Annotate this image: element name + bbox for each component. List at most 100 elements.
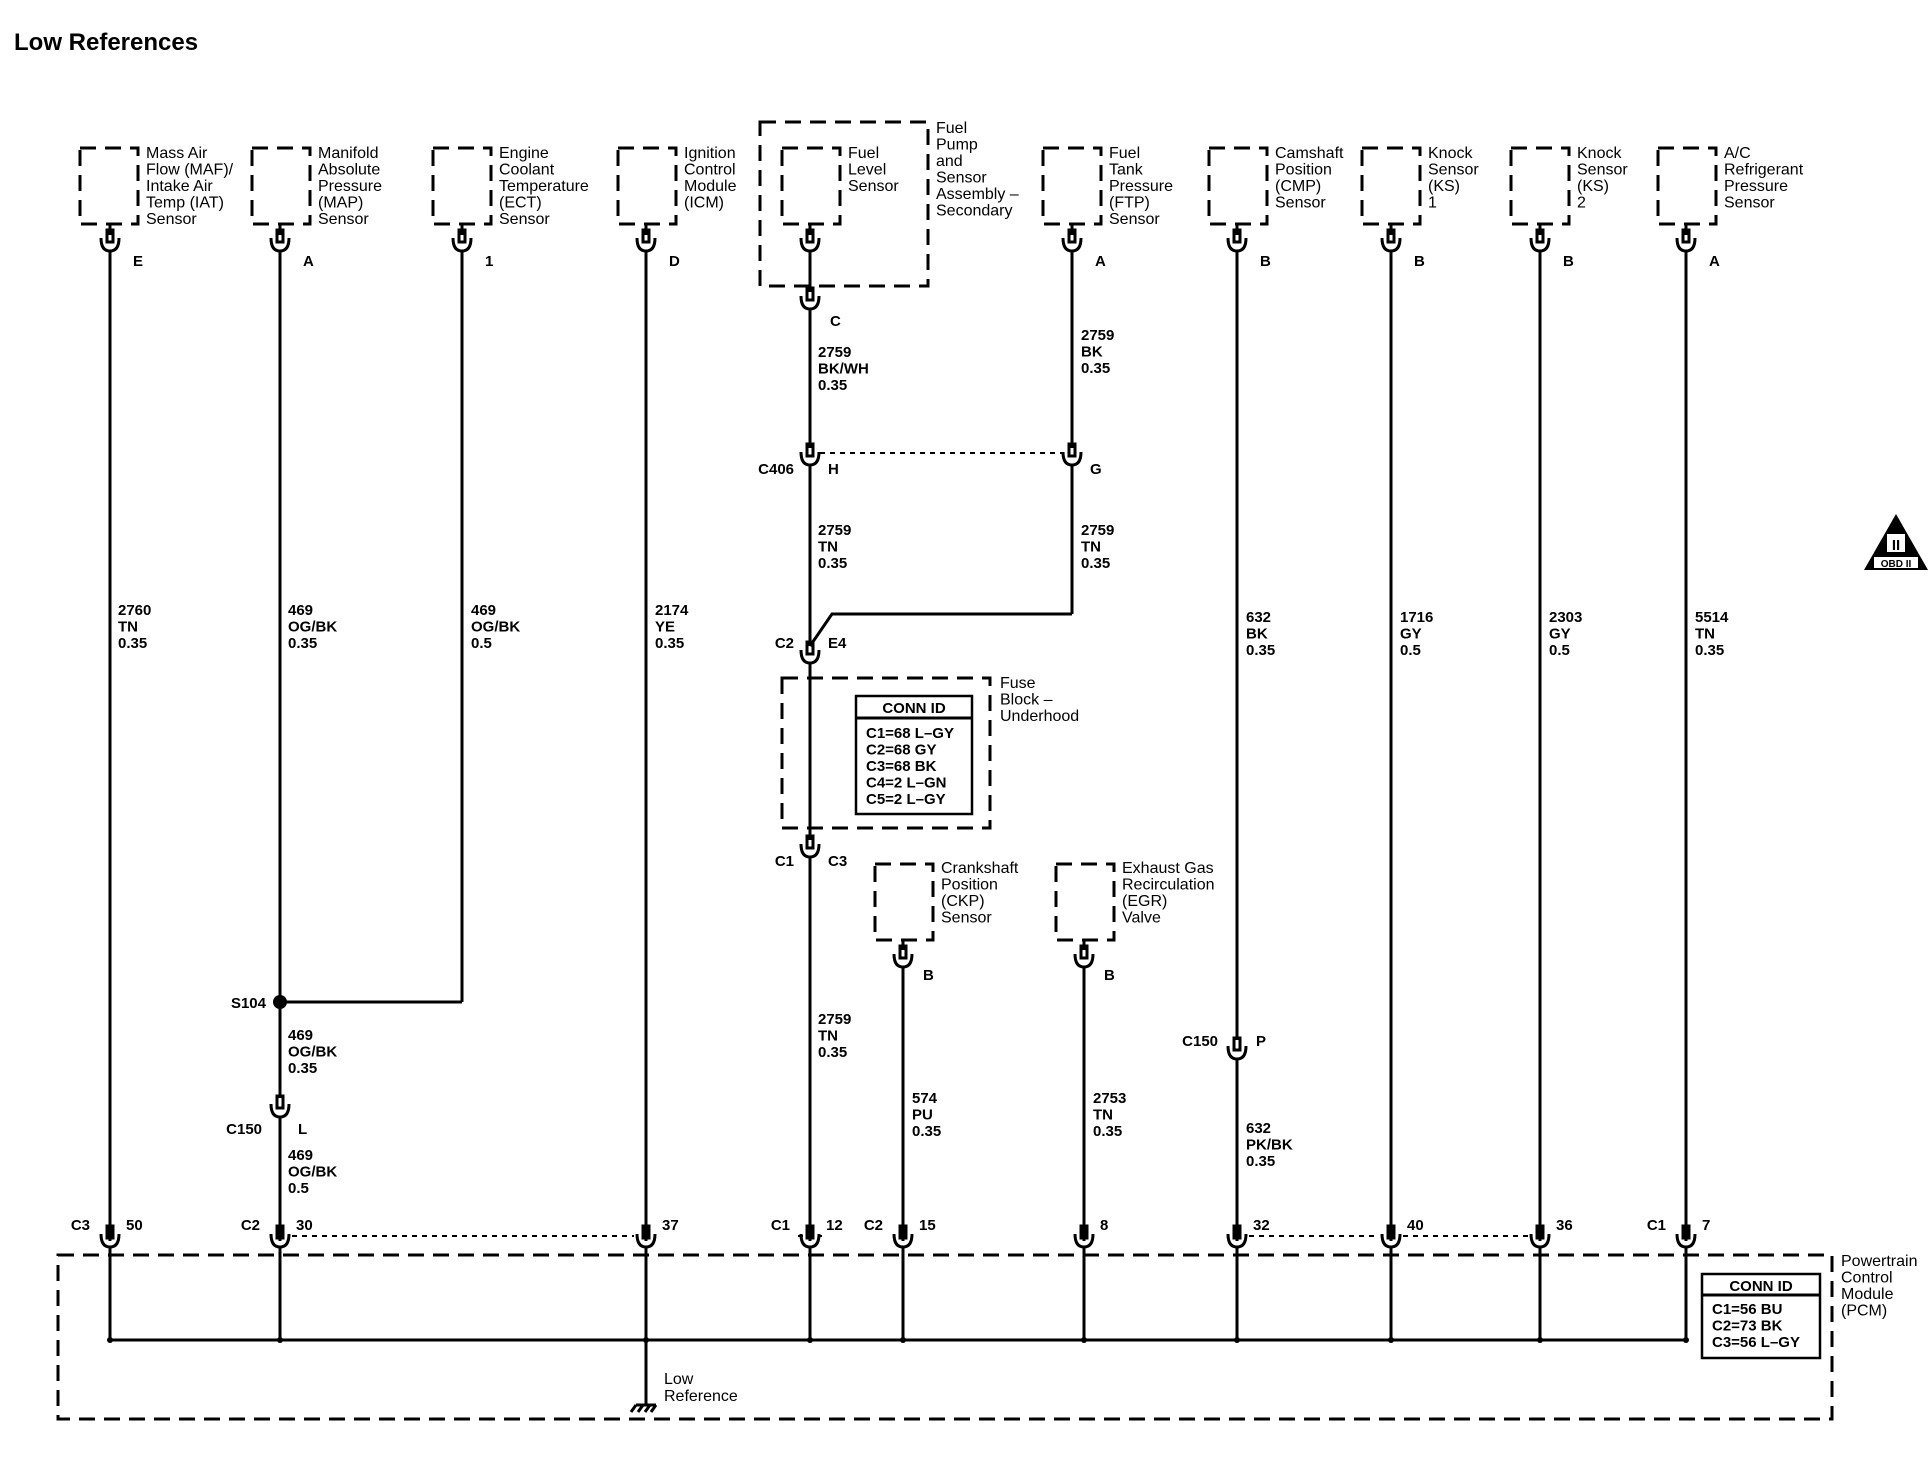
icm-pin-label: D (669, 253, 680, 270)
fuel-level-name-line-1: Level (848, 162, 886, 179)
pcm-pin-connector-icon-stub (105, 1224, 115, 1240)
ac-name-line-0: A/C (1724, 145, 1751, 162)
icm-name-line-2: Module (684, 178, 737, 195)
fuse-block-name-line-0: Fuse (1000, 675, 1036, 692)
ks1-name-line-3: 1 (1428, 195, 1437, 212)
c406-ftp-connector-icon-stub (1067, 442, 1077, 458)
fuel-pump-pin-label: C (830, 313, 841, 330)
ftp-mid-wire-label-line-2: 0.35 (1081, 555, 1110, 572)
ect-name-line-4: Sensor (499, 211, 550, 228)
ks2-name-line-1: Sensor (1577, 162, 1628, 179)
ks2-name-line-3: 2 (1577, 195, 1586, 212)
fuel-level-wire-label-line-1: BK/WH (818, 361, 869, 378)
ac-name-line-3: Sensor (1724, 195, 1775, 212)
map-lower-wire-label-line-2: 0.5 (288, 1180, 309, 1197)
ckp-sensor-box (873, 862, 935, 942)
fuel-level-wire-label-line-2: 0.35 (818, 377, 847, 394)
cmp-lower-wire-label-line-2: 0.35 (1246, 1153, 1275, 1170)
map-name-line-4: Sensor (318, 211, 369, 228)
pcm-pin-connector-icon-stub (1535, 1224, 1545, 1240)
ckp-wire-label-line-0: 574 (912, 1090, 938, 1107)
map-name-line-2: Pressure (318, 178, 382, 195)
pcm-name-line-3: (PCM) (1841, 1303, 1887, 1320)
fuse-conn-id-row: C1=68 L–GY (866, 725, 954, 742)
fuel-mid-wire-label-line-1: TN (818, 539, 838, 556)
pcm-pin-connector-icon-stub (275, 1224, 285, 1240)
ftp-name-line-1: Tank (1109, 162, 1144, 179)
cmp-sensor-box (1207, 146, 1269, 226)
fuse-conn-id-row: C3=68 BK (866, 758, 937, 775)
map-mid-wire-label-line-1: OG/BK (288, 1044, 337, 1061)
pcm-pin-number: 30 (296, 1217, 313, 1234)
c3-fuse-label: C3 (828, 853, 847, 870)
egr-sensor-box (1054, 862, 1116, 942)
ks2-wire-label-line-2: 0.5 (1549, 642, 1570, 659)
pcm-conn-id-header: CONN ID (1729, 1278, 1793, 1295)
icm-wire-label-line-2: 0.35 (655, 635, 684, 652)
c150-cmp-pin: P (1256, 1033, 1266, 1050)
cmp-upper-wire-label-line-2: 0.35 (1246, 642, 1275, 659)
ftp-name-line-3: (FTP) (1109, 195, 1150, 212)
c406-ftp-connector-icon (1061, 451, 1083, 467)
ect-connector-icon (451, 237, 473, 253)
ac-wire-label-line-0: 5514 (1695, 609, 1729, 626)
fuel-level-name-line-0: Fuel (848, 145, 879, 162)
ftp-name-line-4: Sensor (1109, 211, 1160, 228)
c2-fuse-connector-icon-stub (805, 640, 815, 656)
pcm-pin-number: 50 (126, 1217, 143, 1234)
low-reference-label-line-1: Reference (664, 1388, 738, 1405)
maf-name-line-4: Sensor (146, 211, 197, 228)
ftp-name-line-2: Pressure (1109, 178, 1173, 195)
fuel-level-wire-label-line-0: 2759 (818, 344, 851, 361)
map-upper-wire-label-line-2: 0.35 (288, 635, 317, 652)
map-name-line-3: (MAP) (318, 195, 363, 212)
cmp-lower-wire-label-line-1: PK/BK (1246, 1137, 1293, 1154)
pcm-box (56, 1253, 1834, 1421)
pcm-pin-connector-icon-stub (805, 1224, 815, 1240)
c150-map-label: C150 (226, 1121, 262, 1138)
ac-connector-icon (1675, 237, 1697, 253)
pcm-pin-conn: C1 (771, 1217, 790, 1234)
c406-fuel-connector-icon-stub (805, 442, 815, 458)
fuse-block-name-line-2: Underhood (1000, 708, 1079, 725)
egr-name-line-1: Recirculation (1122, 877, 1214, 894)
ftp-pin-label: A (1095, 253, 1106, 270)
egr-connector-icon (1073, 953, 1095, 969)
pcm-pin-number: 12 (826, 1217, 843, 1234)
c406-fuel-pin: H (828, 461, 839, 478)
pcm-pin-connector-icon (799, 1233, 821, 1249)
ac-name-line-2: Pressure (1724, 178, 1788, 195)
fuel-pump-name-line-4: Assembly – (936, 186, 1019, 203)
ks1-name-line-1: Sensor (1428, 162, 1479, 179)
maf-name-line-1: Flow (MAF)/ (146, 162, 234, 179)
ect-name-line-2: Temperature (499, 178, 589, 195)
ks1-connector-icon-stub (1386, 228, 1396, 244)
fuel-mid-wire-label-line-0: 2759 (818, 522, 851, 539)
c2-fuse-connector-icon (799, 649, 821, 665)
map-sensor-box (250, 146, 312, 226)
fuse-conn-id-row: C2=68 GY (866, 742, 936, 759)
c150-map-pin: L (298, 1121, 307, 1138)
egr-wire-label-line-1: TN (1093, 1107, 1113, 1124)
pcm-conn-id-table (1700, 1272, 1822, 1360)
egr-connector-icon-stub (1079, 944, 1089, 960)
cmp-lower-wire-label-line-0: 632 (1246, 1120, 1271, 1137)
egr-pin-label: B (1104, 967, 1115, 984)
ks2-sensor-box (1509, 146, 1571, 226)
ftp-connector-icon-stub (1067, 228, 1077, 244)
obd-numeral: II (1892, 537, 1900, 554)
ftp-sensor-box (1041, 146, 1103, 226)
map-name-line-1: Absolute (318, 162, 380, 179)
fuel-pump-name-line-0: Fuel (936, 120, 967, 137)
fuse-conn-id-row: C4=2 L–GN (866, 775, 946, 792)
fuel-pump-connector-icon (799, 295, 821, 311)
pcm-pin-connector-icon (1226, 1233, 1248, 1249)
cmp-connector-icon (1226, 237, 1248, 253)
fuel-lower-wire-label-line-2: 0.35 (818, 1044, 847, 1061)
fuse-conn-id-header: CONN ID (882, 700, 946, 717)
pcm-pin-connector-icon-stub (1681, 1224, 1691, 1240)
pcm-pin-number: 36 (1556, 1217, 1573, 1234)
pcm-conn-id-row: C1=56 BU (1712, 1301, 1782, 1318)
